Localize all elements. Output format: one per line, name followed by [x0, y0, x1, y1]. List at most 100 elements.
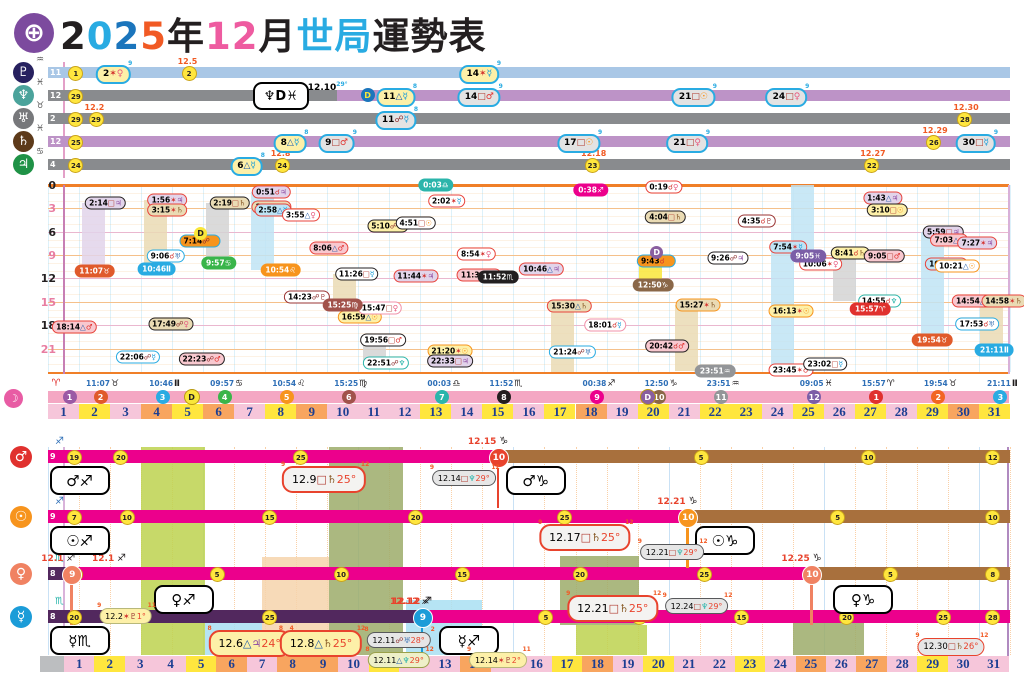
date-cell: 7 [246, 656, 278, 672]
right-border-line [1007, 447, 1009, 672]
mars-ingress-line [496, 456, 500, 508]
pluto-degree-dot: 1 [68, 66, 84, 81]
venus-ingress-date: 12.1 ♐ [92, 553, 126, 564]
grid-aspect-pill: 21:20✶☉ [427, 344, 473, 358]
uranus-date-mark: 12.30 [953, 103, 979, 112]
date-cell: 6 [203, 404, 235, 419]
void-of-course-band [82, 202, 106, 272]
uranus-degree-dot: 29 [68, 112, 84, 127]
day-gridline [761, 447, 764, 655]
grid-aspect-pill: 4:04□♄ [645, 210, 686, 224]
moon-sign-circle: 8 [496, 390, 511, 404]
saturn-degree-dot: 26 [926, 135, 942, 150]
hour-axis-label: 12 [40, 272, 56, 286]
hour-gridline [48, 325, 1009, 327]
pill-sup-right: 4 [289, 625, 294, 632]
aspect-pill-sup: 8 [412, 82, 418, 90]
hour-gridline [48, 239, 1009, 241]
date-cell: 4 [141, 404, 173, 419]
moon-sign-circle: 11 [714, 390, 729, 404]
grid-aspect-pill: 2:19□♄ [209, 196, 250, 210]
day-gridline [606, 447, 609, 655]
aspect-pill: 21□♀9 [666, 129, 710, 153]
moon-ingress-label: 21:11Ⅱ [986, 379, 1018, 389]
grid-aspect-pill: 4:51□☉ [395, 216, 436, 230]
moon-ingress-pill: 23:51♒ [694, 364, 736, 378]
moon-sign-circle: 1 [62, 390, 77, 404]
hour-gridline [48, 255, 1009, 257]
grid-aspect-pill: 9:26☍♃ [707, 251, 749, 265]
pill-sup-right: 12 [356, 625, 366, 632]
date-cell: 3 [110, 404, 142, 419]
hour-gridline [48, 364, 1009, 366]
uranus-sign-number: 2 [50, 114, 56, 123]
pluto-bar [48, 67, 1010, 78]
hour-gridline [48, 200, 1009, 202]
mercury-sign-number: 8 [50, 612, 56, 621]
mars-position-box: ♂♑ [505, 466, 566, 495]
moon-sign-circle: 3 [993, 390, 1008, 404]
aspect-pill-sup: 8 [304, 128, 309, 136]
pill-sup-left: 9 [662, 592, 667, 599]
moon-ingress-pill: 10:46Ⅱ [137, 262, 176, 276]
venus-ingress-line [810, 573, 813, 625]
pluto-sign-glyph: ♒ [36, 55, 45, 65]
grid-aspect-pill: 18:01☌☿ [584, 318, 626, 332]
aspect-pill-sup: 9 [705, 128, 711, 136]
pill-sup-right: 12 [653, 590, 662, 597]
grid-aspect-pill: 8:06△♂ [309, 241, 349, 255]
neptune-bar [48, 90, 337, 101]
date-strip-stub [40, 656, 64, 672]
day-gridline [823, 447, 826, 655]
page-header: ⊕ 2025年12月世局運勢表 [14, 8, 487, 58]
date-cell: 24 [761, 404, 793, 419]
grid-aspect-pill: 10:46△♃ [519, 262, 564, 276]
date-cell: 26 [823, 404, 855, 419]
date-cell: 9 [307, 656, 339, 672]
moon-phase-icon: D [650, 245, 664, 259]
jupiter-degree-dot: 24 [68, 158, 84, 173]
venus-icon: ♀ [10, 563, 32, 585]
moon-ingress-label: 00:03♎ [427, 379, 461, 389]
date-cell: 28 [886, 656, 918, 672]
grid-aspect-pill: 17:53☌♅ [955, 317, 1000, 331]
grid-aspect-pill: 11:44✶♃ [393, 269, 439, 283]
venus-degree-dot: 25 [696, 567, 712, 582]
grid-aspect-pill: 8:54✶♀ [456, 247, 496, 261]
uranus-icon: ♅ [13, 108, 34, 129]
moon-start-sign: ♈ [51, 378, 61, 389]
day-gridline [451, 447, 453, 655]
mercury-icon: ☿ [10, 606, 32, 628]
mars-icon: ♂ [10, 446, 32, 468]
grid-aspect-pill: 21:24☍♅ [549, 345, 596, 359]
moon-phase-icon: D [639, 389, 656, 405]
mars-degree-dot: 5 [693, 450, 709, 465]
jupiter-date-mark: 12.27 [860, 149, 886, 158]
pill-sup-right: 12 [360, 461, 370, 468]
date-cell: 29 [916, 404, 948, 419]
mercury-degree-dot: 25 [935, 610, 951, 625]
hour-gridline [48, 356, 1009, 358]
grid-aspect-pill: 2:14□♃ [85, 196, 126, 210]
grid-aspect-pill: 1:56✶♃ [147, 193, 188, 207]
date-cell: 5 [172, 404, 204, 419]
mercury-ingress-circle: 9 [412, 607, 433, 628]
sun-degree-dot: 10 [119, 510, 135, 525]
pill-sup-left: 9 [281, 461, 286, 468]
day-gridline [420, 447, 422, 655]
moon-ingress-label: 11:52♏ [489, 379, 523, 389]
mars-bar [497, 450, 1010, 463]
void-of-course-band [206, 202, 230, 263]
pluto-date-mark: 12.5 [177, 57, 198, 66]
jupiter-sign-glyph: ♋ [36, 147, 45, 157]
day-gridline [234, 447, 236, 655]
uranus-sign-glyph: ♉ [36, 101, 45, 111]
pill-sup-right: 11 [147, 602, 156, 609]
grid-left-border [63, 185, 65, 374]
moon-sign-circle: 4 [217, 390, 232, 404]
